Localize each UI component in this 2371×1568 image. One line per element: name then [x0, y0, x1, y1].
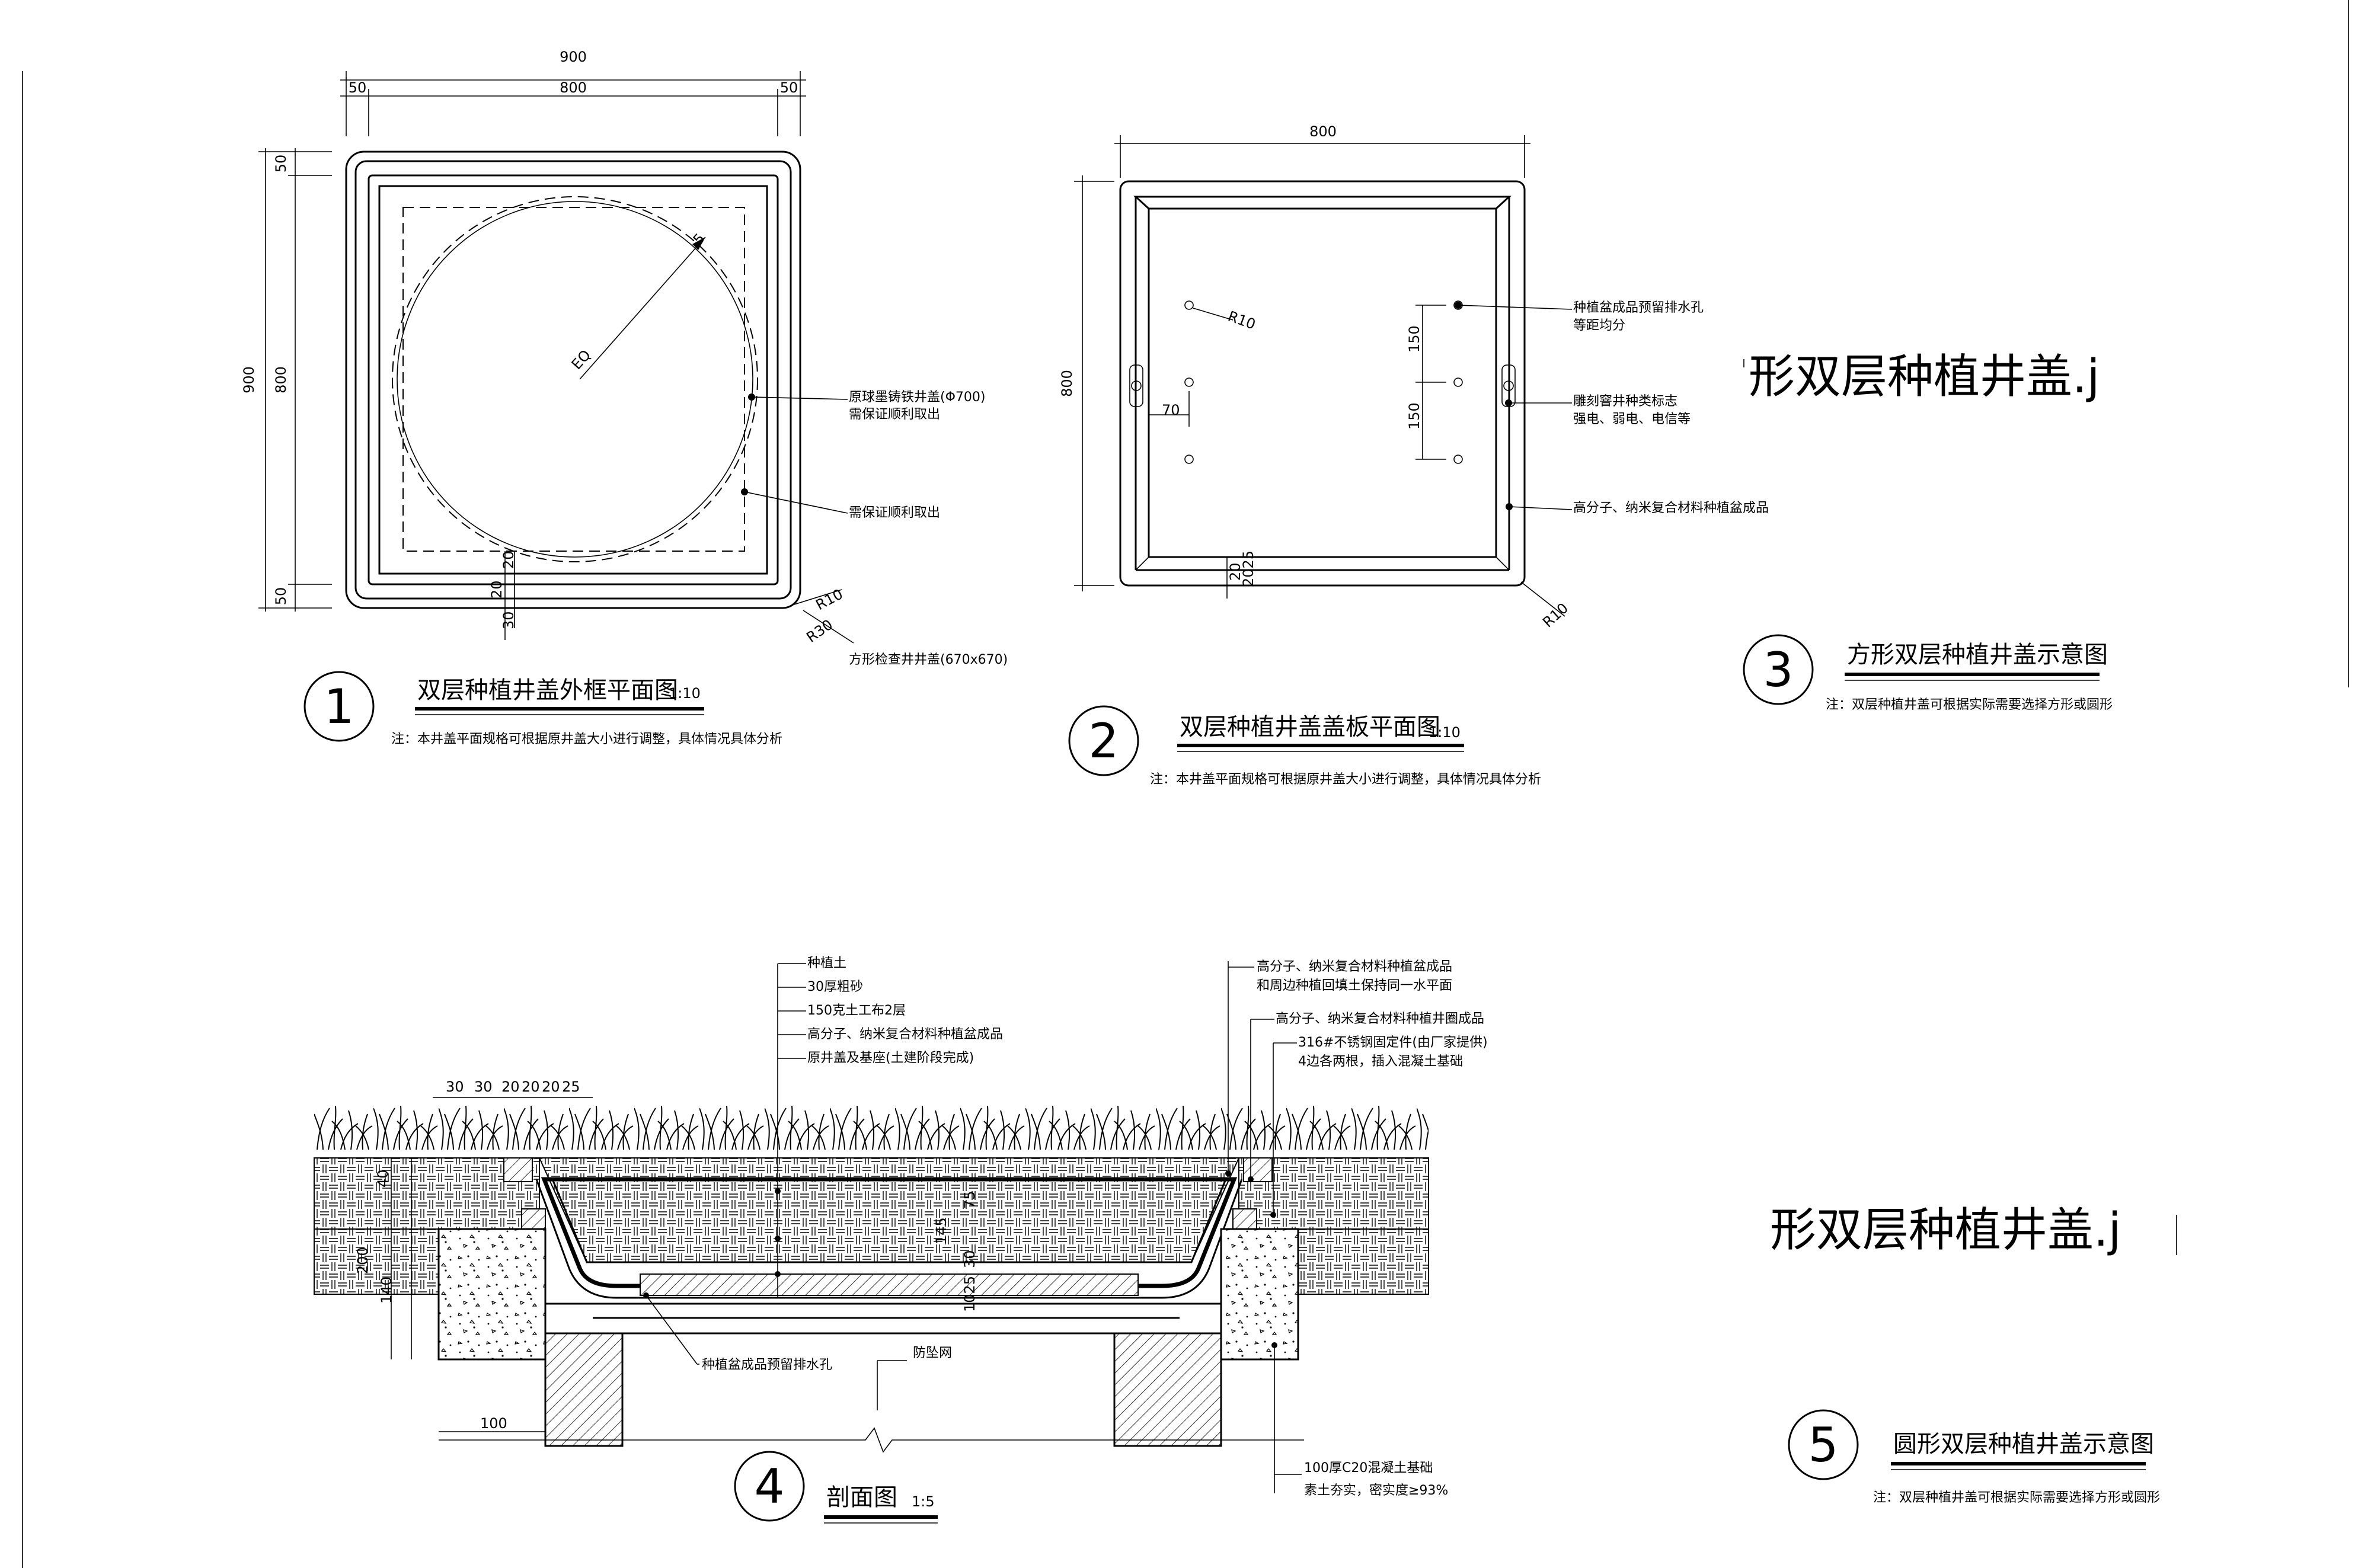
right-well-ring: 高分子、纳米复合材料种植井圈成品 — [1276, 1012, 1484, 1026]
callout-drain-holes: 种植盆成品预留排水孔 — [1573, 300, 1704, 315]
callout-engraved-mark: 雕刻窨井种类标志 — [1573, 394, 1677, 409]
dim-30-a: 30 — [446, 1079, 464, 1095]
dim-20-b: 20 — [500, 551, 517, 569]
callout-engraved-mark-b: 强电、弱电、电信等 — [1573, 412, 1691, 427]
dim-900-left: 900 — [241, 366, 257, 393]
dim-20-a: 20 — [488, 580, 505, 599]
diagram-5-note: 注：双层种植井盖可根据实际需要选择方形或圆形 — [1873, 1490, 2160, 1505]
dim-800-top-2: 800 — [1309, 123, 1337, 140]
dim-800-left: 800 — [273, 366, 289, 393]
layer-original-cover: 原井盖及基座(土建阶段完成) — [807, 1051, 974, 1065]
dim-20-c: 20 — [501, 1079, 520, 1095]
diagram-number-1: 1 — [324, 679, 354, 734]
callout-planter-product: 高分子、纳米复合材料种植盆成品 — [1573, 501, 1769, 516]
dim-200-section: 200 — [354, 1247, 371, 1274]
diagram-1-title: 双层种植井盖外框平面图 — [417, 677, 678, 704]
dim-25: 25 — [562, 1079, 580, 1095]
diagram-1-scale: 1:10 — [669, 685, 701, 702]
diagram-4-title: 剖面图 — [826, 1484, 897, 1511]
diagram-5-title: 圆形双层种植井盖示意图 — [1893, 1431, 2154, 1458]
diagram-number-4: 4 — [755, 1459, 785, 1514]
diagram-1-note: 注：本井盖平面规格可根据原井盖大小进行调整，具体情况具体分析 — [391, 732, 782, 747]
diagram-2-cover-plan: 800 800 R10 70 — [1059, 123, 1769, 787]
right-fixing-b: 4边各两根，插入混凝土基础 — [1298, 1054, 1463, 1069]
diagram-1-frame-plan: 900 50 800 50 900 50 800 50 EQ .5 20 20 … — [241, 49, 1008, 747]
diagram-3-square-illustration: 形双层种植井盖.j 3 方形双层种植井盖示意图 注：双层种植井盖可根据实际需要选… — [1743, 350, 2113, 712]
dim-800-top: 800 — [560, 79, 587, 96]
dim-50-top-left: 50 — [349, 79, 367, 96]
diagram-4-section: 40 200 140 30 30 20 20 20 25 100 145 75 … — [314, 956, 1488, 1524]
radius-r10-hole: R10 — [1226, 308, 1258, 332]
layer-coarse-sand: 30厚粗砂 — [807, 980, 863, 994]
dim-50-top-right: 50 — [780, 79, 798, 96]
right-fixing: 316#不锈钢固定件(由厂家提供) — [1298, 1035, 1488, 1050]
dim-140-section: 140 — [378, 1276, 395, 1304]
callout-drain-holes-b: 等距均分 — [1573, 318, 1625, 333]
diagram-number-3: 3 — [1763, 642, 1794, 697]
dim-2025: 2025 — [1240, 551, 1257, 587]
dim-40-section: 40 — [375, 1169, 391, 1188]
dim-30-b: 30 — [474, 1079, 493, 1095]
right-planter-product: 高分子、纳米复合材料种植盆成品 — [1257, 959, 1452, 974]
callout-square-cover: 方形检查井井盖(670x670) — [849, 652, 1008, 667]
dim-800-left-2: 800 — [1059, 370, 1075, 397]
callout-original-cover-b: 需保证顺利取出 — [849, 407, 940, 422]
dim-20-e: 20 — [542, 1079, 560, 1095]
callout-concrete-base: 100厚C20混凝土基础 — [1304, 1461, 1433, 1476]
layer-planting-soil: 种植土 — [807, 956, 846, 971]
diagram-5-image-caption: 形双层种植井盖.j — [1770, 1204, 2121, 1257]
right-planter-product-b: 和周边种植回填土保持同一水平面 — [1257, 978, 1452, 993]
layer-planter-product: 高分子、纳米复合材料种植盆成品 — [807, 1027, 1003, 1042]
svg-text:.5: .5 — [687, 230, 708, 251]
dim-20-d: 20 — [522, 1079, 540, 1095]
callout-anti-fall-net: 防坠网 — [913, 1346, 952, 1361]
layer-geotextile: 150克土工布2层 — [807, 1003, 906, 1018]
radius-r10-corner: R10 — [1539, 600, 1571, 631]
radius-r30: R30 — [803, 616, 836, 646]
diagram-2-title: 双层种植井盖盖板平面图 — [1180, 713, 1440, 741]
callout-drain-hole-section: 种植盆成品预留排水孔 — [702, 1358, 832, 1372]
diagram-5-round-illustration: 形双层种植井盖.j 5 圆形双层种植井盖示意图 注：双层种植井盖可根据实际需要选… — [1770, 1204, 2177, 1505]
diagram-3-title: 方形双层种植井盖示意图 — [1847, 641, 2108, 668]
callout-remove: 需保证顺利取出 — [849, 505, 940, 520]
dim-1025: 1025 — [961, 1276, 978, 1312]
dim-150-b: 150 — [1406, 402, 1423, 430]
diagram-3-image-caption: 形双层种植井盖.j — [1749, 350, 2100, 404]
callout-compacted-soil: 素土夯实，密实度≥93% — [1304, 1483, 1448, 1498]
dim-30-bottom: 30 — [500, 611, 517, 629]
dim-100-section: 100 — [480, 1415, 507, 1432]
diagram-number-2: 2 — [1089, 713, 1119, 769]
dim-70: 70 — [1162, 402, 1180, 418]
diagram-number-5: 5 — [1808, 1417, 1839, 1473]
dim-eq: EQ — [568, 347, 595, 373]
diagram-4-scale: 1:5 — [912, 1493, 935, 1510]
dim-50-left-top: 50 — [273, 155, 289, 173]
dim-50-left-bottom: 50 — [273, 587, 289, 606]
callout-original-cover: 原球墨铸铁井盖(Φ700) — [849, 390, 985, 405]
dim-75: 75 — [961, 1191, 978, 1209]
diagram-3-note: 注：双层种植井盖可根据实际需要选择方形或圆形 — [1826, 697, 2113, 712]
dim-30-center: 30 — [961, 1250, 978, 1268]
diagram-2-scale: 1:10 — [1429, 724, 1461, 741]
dim-20-2: 20 — [1227, 562, 1244, 581]
dim-900-top: 900 — [560, 49, 587, 65]
dim-145: 145 — [933, 1217, 950, 1244]
dim-150-a: 150 — [1406, 325, 1423, 353]
diagram-2-note: 注：本井盖平面规格可根据原井盖大小进行调整，具体情况具体分析 — [1150, 772, 1541, 787]
